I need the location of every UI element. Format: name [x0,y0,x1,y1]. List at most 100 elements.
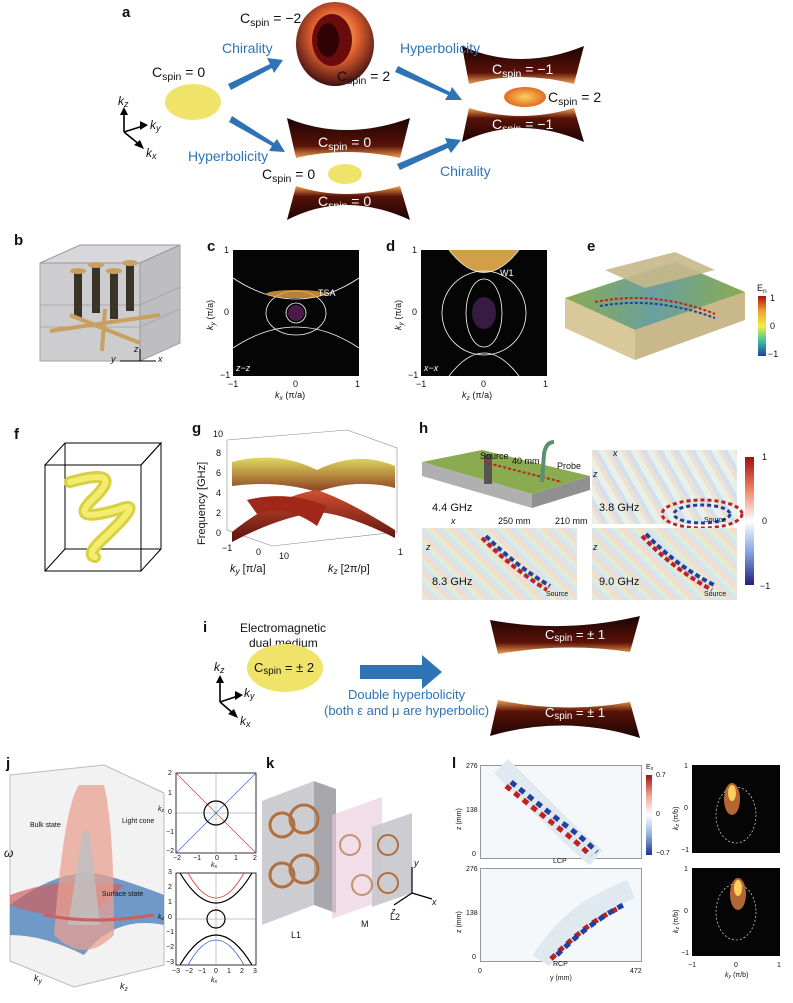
l-kzlabel-top: kz (π/b) [673,806,682,830]
l-kzlabel-bot: kz (π/b) [673,909,682,933]
cspin-right-upper: Cspin = −1 [492,61,554,80]
h-probe: Probe [557,461,582,471]
axis-a-kx: kx [146,146,157,162]
cspin-minus2: Cspin = −2 [240,10,302,29]
h-source-83: Source [546,591,569,598]
j-bot-xtick-m2: −2 [185,968,193,975]
k-m: M [361,919,369,929]
j-top-xtick-m1: −1 [193,855,201,862]
panel-g-bands [226,429,398,547]
j-bot-ytick-m2: −2 [166,944,174,951]
l-y138-bot: 138 [466,910,478,917]
e-cb-min: −1 [768,349,779,359]
k-l1: L1 [291,930,302,940]
h-dim-210: 210 mm [555,516,588,526]
panel-j-3d [9,764,165,988]
label-chirality-bottom: Chirality [440,163,491,179]
c-xtick-right: 1 [355,379,361,389]
d-xlabel: kz (π/a) [462,390,493,402]
l-k-top-top: 1 [684,763,688,770]
c-corner: z−z [236,363,251,373]
j-top-ytick-m1: −1 [166,829,174,836]
label-hyperbolicity-top: Hyperbolicity [400,40,481,56]
e-cb-title: En [757,283,767,295]
l-y0-top: 0 [472,851,476,858]
j-omega: ω [4,846,14,860]
l-kspace-bot [692,868,780,956]
panel-label-l: l [452,755,457,772]
k-l2: L2 [390,912,401,922]
j-bot-xtick-1: 1 [227,968,231,975]
l-kylabel: ky (π/b) [725,972,749,981]
h-freq-38: 3.8 GHz [599,502,640,514]
c-xlabel: kx (π/a) [275,390,306,402]
l-y276-bot: 276 [466,866,478,873]
h-cb-max: 1 [762,452,768,462]
panel-c-plot [232,250,360,376]
panel-f-helix [43,441,163,573]
i-caption-1: Double hyperbolicity [348,687,466,702]
j-bot-ytick-0: 0 [168,914,172,921]
k-axis-x: x [432,897,437,907]
d-ylabel: ky (π/a) [393,299,405,330]
h-gap: 40 mm [512,456,540,466]
l-y0-bot: 0 [472,954,476,961]
panel-label-d: d [386,238,396,255]
g-ylabel: Frequency [GHz] [196,461,208,545]
g-ytick-2: 2 [216,508,222,518]
d-ytick-mid: 0 [412,307,418,317]
d-xtick-left: −1 [416,379,427,389]
h-field-90 [592,528,737,600]
panel-label-b: b [14,232,24,249]
l-x0: 0 [478,968,482,975]
l-kx-mid: 0 [734,962,738,969]
panel-label-i: i [203,619,208,636]
panel-j-ifc-bottom [175,872,257,966]
j-top-ytick-0: 0 [168,809,172,816]
g-ytick-0: 0 [216,528,222,538]
h-source-38: Source [704,517,727,524]
l-kspace-top [692,765,780,853]
c-ytick-top: 1 [224,245,230,255]
h-axis-x-38: x [613,448,618,458]
e-cb-zero: 0 [770,321,776,331]
panel-label-k: k [266,755,275,772]
label-chirality-top: Chirality [222,40,273,56]
l-field-lcp [480,758,642,866]
j-ky: ky [34,973,42,985]
d-xtick-mid: 0 [481,379,487,389]
h-cb-min: −1 [760,581,771,591]
i-center: Cspin = ± 2 [254,660,315,678]
l-y276-top: 276 [466,763,478,770]
cspin-mid-lower: Cspin = 0 [318,193,372,212]
panel-b-cube [39,244,181,362]
g-xlabel-right: kz [2π/p] [328,563,370,577]
axis-b-x: x [158,354,163,364]
h-dim-250: 250 mm [498,516,531,526]
l-x472: 472 [630,968,642,975]
h-field-83 [422,528,577,600]
j-bot-ytick-m3: −3 [166,959,174,966]
axis-a-kz: kz [118,94,129,110]
i-lower: Cspin = ± 1 [545,705,606,723]
axis-b-y: y [111,354,116,364]
c-xtick-mid: 0 [293,379,299,389]
j-kz: kz [120,981,128,993]
j-bot-ytick-m1: −1 [166,929,174,936]
j-bot-kz-label: kz [158,914,165,923]
panel-k-layers [262,781,433,925]
cspin-mid-center: Cspin = 0 [262,166,316,185]
j-top-kx-label: kx [211,862,218,871]
panel-label-h: h [419,420,429,437]
l-cb-min: −0.7 [656,850,670,857]
g-ytick-4: 4 [216,488,222,498]
l-kx-left: −1 [688,962,696,969]
l-field-rcp [480,868,642,967]
panel-label-e: e [587,238,596,255]
axis-i-ky: ky [244,686,255,702]
panel-label-j: j [6,755,11,772]
j-light: Light cone [122,818,155,825]
axis-b-z: z [134,344,139,354]
g-xlabel-left: ky [π/a] [230,563,266,577]
j-top-xtick-m2: −2 [173,855,181,862]
